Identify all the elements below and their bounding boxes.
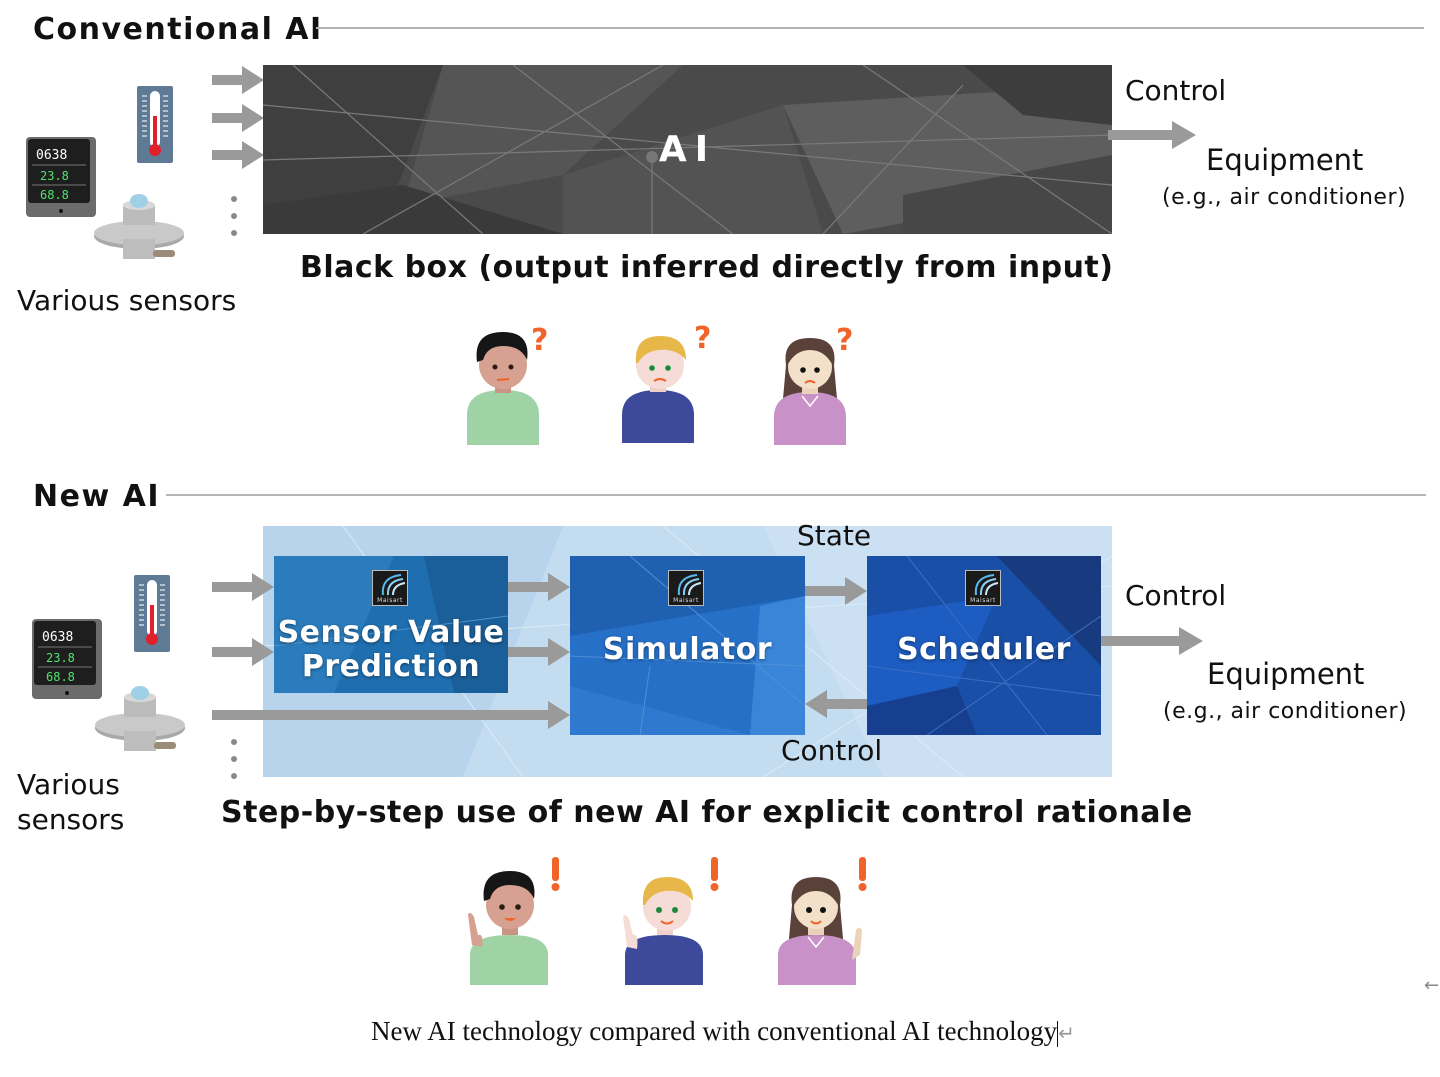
temperature-readout: 23.8 xyxy=(46,651,75,665)
question-mark-icon: ? xyxy=(531,323,548,358)
conventional-ai-divider xyxy=(316,27,1424,29)
module-title-line2: Prediction xyxy=(301,649,481,684)
module-title: Scheduler xyxy=(897,632,1071,667)
conventional-ai-title: Conventional AI xyxy=(33,12,323,47)
state-arrow xyxy=(805,577,867,605)
environment-sensor-device: 0638 23.8 68.8 xyxy=(24,135,98,219)
confused-person-1: ? xyxy=(465,320,555,449)
loop-control-label: Control xyxy=(781,734,883,767)
control-output-arrow xyxy=(1101,627,1203,655)
module-title-line1: Sensor Value xyxy=(277,615,505,650)
equipment-label: Equipment xyxy=(1207,657,1365,691)
control-feedback-arrow xyxy=(805,690,867,718)
confused-person-2: ? xyxy=(620,318,720,447)
exclamation-icon xyxy=(711,857,718,881)
prediction-to-simulator-arrow-2 xyxy=(508,638,570,666)
module-pattern xyxy=(274,556,508,693)
solar-radiation-sensor-icon xyxy=(93,193,185,265)
exclamation-icon xyxy=(552,857,559,881)
polygon-pattern xyxy=(263,65,1112,234)
question-mark-icon: ? xyxy=(694,321,711,356)
solar-radiation-sensor-icon xyxy=(94,685,186,757)
ai-label: AI xyxy=(658,129,717,170)
environment-sensor-device: 0638 23.8 68.8 xyxy=(30,617,104,701)
maisart-logo-icon: Maisart xyxy=(668,570,704,606)
humidity-readout: 68.8 xyxy=(46,670,75,684)
scheduler-module: Maisart Scheduler xyxy=(867,556,1101,735)
black-box-caption: Black box (output inferred directly from… xyxy=(300,250,1114,285)
control-output-arrow xyxy=(1108,121,1196,149)
state-label: State xyxy=(797,519,872,552)
understanding-person-1 xyxy=(462,855,572,989)
co2-readout: 0638 xyxy=(42,630,73,645)
various-sensors-label: Various sensors xyxy=(17,767,124,837)
figure-caption-text: New AI technology compared with conventi… xyxy=(371,1016,1058,1046)
sensor-value-prediction-module: Maisart Sensor Value Prediction xyxy=(274,556,508,693)
prediction-to-simulator-arrow-1 xyxy=(508,573,570,601)
various-sensors-line2: sensors xyxy=(17,803,125,836)
new-ai-title: New AI xyxy=(33,479,160,514)
maisart-logo-icon: Maisart xyxy=(372,570,408,606)
equipment-example: (e.g., air conditioner) xyxy=(1163,699,1408,724)
module-pattern xyxy=(867,556,1101,735)
maisart-logo-icon: Maisart xyxy=(965,570,1001,606)
paragraph-mark: ↵ xyxy=(1058,1023,1075,1045)
confused-person-3: ? xyxy=(772,320,872,449)
control-label: Control xyxy=(1125,74,1227,107)
input-arrow-direct-to-simulator xyxy=(212,701,570,729)
thermometer-icon xyxy=(137,86,173,163)
understanding-person-2 xyxy=(617,855,727,989)
margin-arrow-mark: ← xyxy=(1424,975,1440,996)
input-arrow-2 xyxy=(212,638,274,666)
various-sensors-label: Various sensors xyxy=(17,284,237,317)
input-arrow-3 xyxy=(212,141,264,169)
more-inputs-ellipsis xyxy=(231,739,237,790)
module-title: Simulator xyxy=(602,632,773,667)
exclamation-icon xyxy=(859,857,866,881)
understanding-person-3 xyxy=(776,855,886,989)
equipment-example: (e.g., air conditioner) xyxy=(1162,185,1407,210)
new-ai-caption: Step-by-step use of new AI for explicit … xyxy=(221,795,1193,830)
new-ai-divider xyxy=(166,494,1426,496)
question-mark-icon: ? xyxy=(836,323,853,358)
simulator-module: Maisart Simulator xyxy=(570,556,805,735)
input-arrow-2 xyxy=(212,104,264,132)
text-cursor xyxy=(1057,1020,1059,1047)
humidity-readout: 68.8 xyxy=(40,188,69,202)
co2-readout: 0638 xyxy=(36,148,67,163)
black-box-ai: AI xyxy=(263,65,1112,234)
control-label: Control xyxy=(1125,579,1227,612)
thermometer-icon xyxy=(134,575,170,652)
various-sensors-line1: Various xyxy=(17,768,120,801)
temperature-readout: 23.8 xyxy=(40,169,69,183)
input-arrow-1 xyxy=(212,66,264,94)
more-inputs-ellipsis xyxy=(231,196,237,247)
input-arrow-1 xyxy=(212,573,274,601)
figure-caption[interactable]: New AI technology compared with conventi… xyxy=(371,1016,1075,1047)
equipment-label: Equipment xyxy=(1206,143,1364,177)
